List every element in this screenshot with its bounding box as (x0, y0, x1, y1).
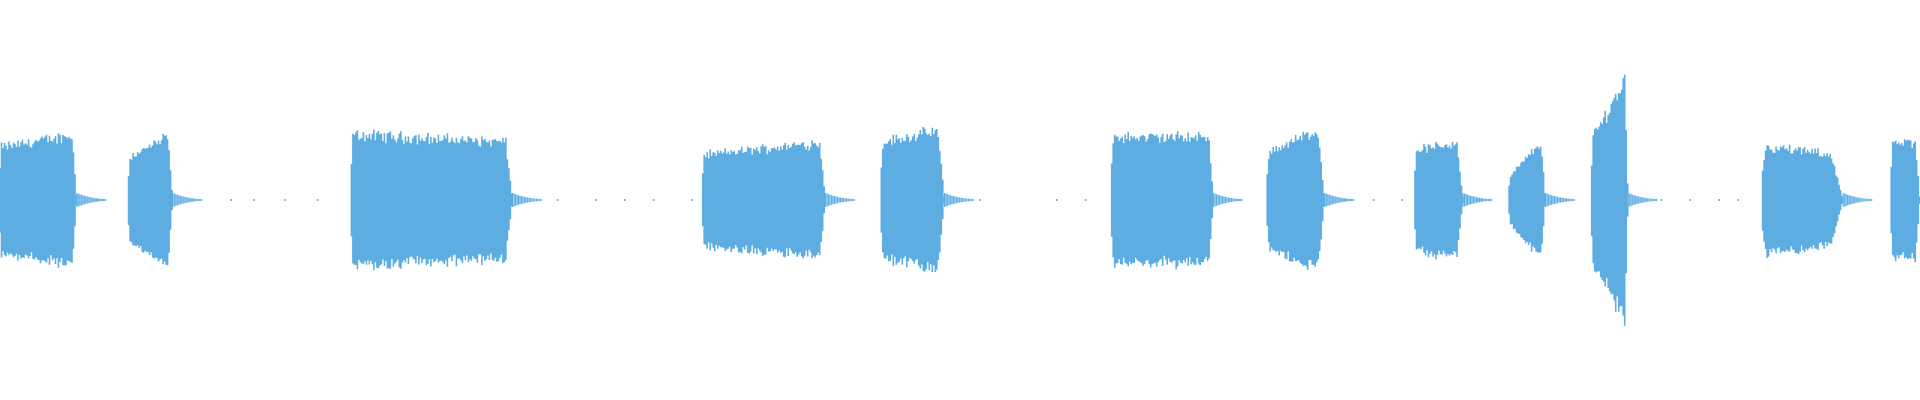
waveform-tail (825, 193, 855, 207)
noise-tick (1401, 199, 1404, 201)
waveform-segment (1508, 146, 1546, 253)
noise-tick (1660, 199, 1663, 201)
noise-tick (652, 199, 655, 201)
noise-tick (1478, 199, 1480, 201)
noise-tick (1084, 199, 1087, 201)
waveform-tail (172, 193, 202, 207)
waveform-segment (1266, 131, 1325, 270)
noise-tick (1689, 199, 1692, 201)
waveform-segment (880, 126, 946, 273)
waveform-tail (944, 193, 974, 207)
waveform-segment (0, 133, 78, 268)
noise-tick (1152, 199, 1154, 201)
noise-tick (1372, 199, 1375, 201)
noise-tick (1737, 199, 1740, 201)
waveform-samples (0, 74, 1920, 326)
waveform-tail (1627, 193, 1658, 207)
noise-tick (556, 199, 559, 201)
noise-tick (253, 199, 255, 201)
waveform-segment (350, 129, 513, 271)
waveform-segment (1110, 131, 1213, 270)
noise-tick (1718, 199, 1720, 201)
noise-tick (284, 199, 286, 201)
waveform-segment (127, 134, 173, 266)
waveform-segment (701, 140, 825, 259)
noise-tick (96, 199, 98, 201)
noise-tick (979, 199, 981, 201)
noise-tick (316, 199, 319, 201)
waveform-segment (1414, 141, 1464, 260)
noise-tick (691, 199, 693, 201)
waveform-segment (1590, 74, 1629, 326)
noise-tick (624, 199, 626, 201)
waveform-tail (512, 193, 542, 207)
waveform-segment (1761, 144, 1843, 258)
noise-tick (1056, 199, 1058, 201)
waveform-segment (1890, 139, 1920, 263)
waveform-tail (1842, 193, 1873, 207)
noise-tick (1564, 199, 1567, 201)
noise-tick (1238, 199, 1240, 201)
noise-tick (595, 199, 597, 201)
noise-tick (1344, 199, 1346, 201)
noise-tick (230, 199, 232, 201)
